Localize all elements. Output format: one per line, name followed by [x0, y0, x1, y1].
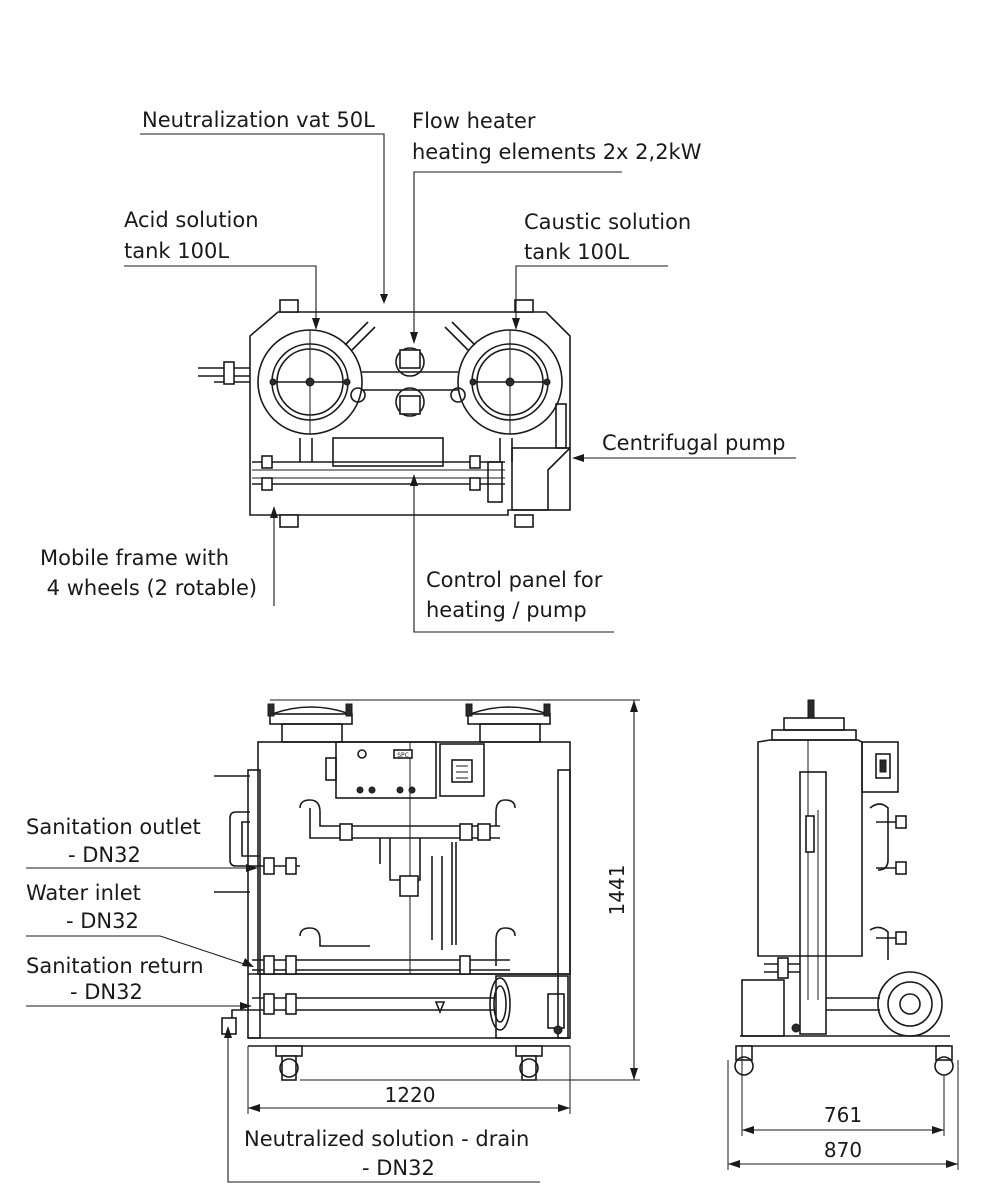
side-pump: [741, 971, 943, 1037]
height-dimension-value: 1441: [605, 865, 629, 916]
front-control-box: SPC: [325, 741, 485, 799]
front-upper-piping: [299, 799, 516, 950]
label-mobile-frame-2: 4 wheels (2 rotable): [40, 576, 257, 600]
top-piping: [198, 361, 571, 511]
side-column: [799, 771, 827, 1035]
label-drain-2: - DN32: [362, 1156, 435, 1180]
label-drain-1: Neutralized solution - drain: [244, 1127, 529, 1151]
front-view: SPC: [214, 703, 571, 1081]
front-lower-piping: [221, 927, 516, 1035]
top-view: [198, 299, 571, 528]
front-width-dimension-value: 1220: [385, 1083, 436, 1107]
front-body: [257, 741, 571, 975]
front-left-piping: [214, 775, 300, 893]
flow-heater-top: [344, 321, 476, 417]
front-wheels: [275, 1045, 543, 1081]
label-mobile-frame-1: Mobile frame with: [40, 546, 229, 570]
dimension-front-width: 1220: [247, 1046, 571, 1114]
side-control-box: [861, 741, 899, 793]
label-water-inlet-2: - DN32: [66, 909, 139, 933]
side-frame: [740, 1035, 950, 1047]
label-caustic-tank-1: Caustic solution: [524, 210, 691, 234]
acid-tank-top: [257, 329, 363, 435]
front-tank-lids: [267, 703, 551, 743]
side-inner-width-value: 761: [824, 1103, 862, 1127]
label-sanitation-outlet-1: Sanitation outlet: [26, 815, 201, 839]
label-sanitation-return-1: Sanitation return: [26, 954, 204, 978]
label-control-panel-1: Control panel for: [426, 568, 603, 592]
label-control-panel-2: heating / pump: [426, 598, 587, 622]
label-neutralization-vat: Neutralization vat 50L: [142, 108, 375, 132]
label-sanitation-return-2: - DN32: [70, 980, 143, 1004]
label-flow-heater-1: Flow heater: [412, 109, 536, 133]
label-flow-heater-2: heating elements 2x 2,2kW: [412, 140, 702, 164]
label-acid-tank-2: tank 100L: [124, 239, 229, 263]
control-display-text: SPC: [397, 752, 409, 759]
dimension-height: 1441: [270, 699, 640, 1081]
front-pump: [489, 975, 569, 1039]
label-centrifugal-pump: Centrifugal pump: [602, 431, 785, 455]
labels: Neutralization vat 50L Flow heater heati…: [26, 108, 785, 1180]
leader-lines: [26, 133, 796, 1183]
dimension-side-widths: 761 870: [727, 1046, 959, 1170]
side-wheels: [734, 1045, 954, 1076]
label-sanitation-outlet-2: - DN32: [68, 843, 141, 867]
label-acid-tank-1: Acid solution: [124, 208, 259, 232]
label-water-inlet-1: Water inlet: [26, 881, 141, 905]
side-view: [734, 699, 954, 1076]
label-caustic-tank-2: tank 100L: [524, 240, 629, 264]
side-piping: [764, 803, 907, 1011]
caustic-tank-top: [457, 329, 563, 435]
top-corner-clamps: [279, 299, 534, 528]
side-outer-width-value: 870: [824, 1138, 862, 1162]
